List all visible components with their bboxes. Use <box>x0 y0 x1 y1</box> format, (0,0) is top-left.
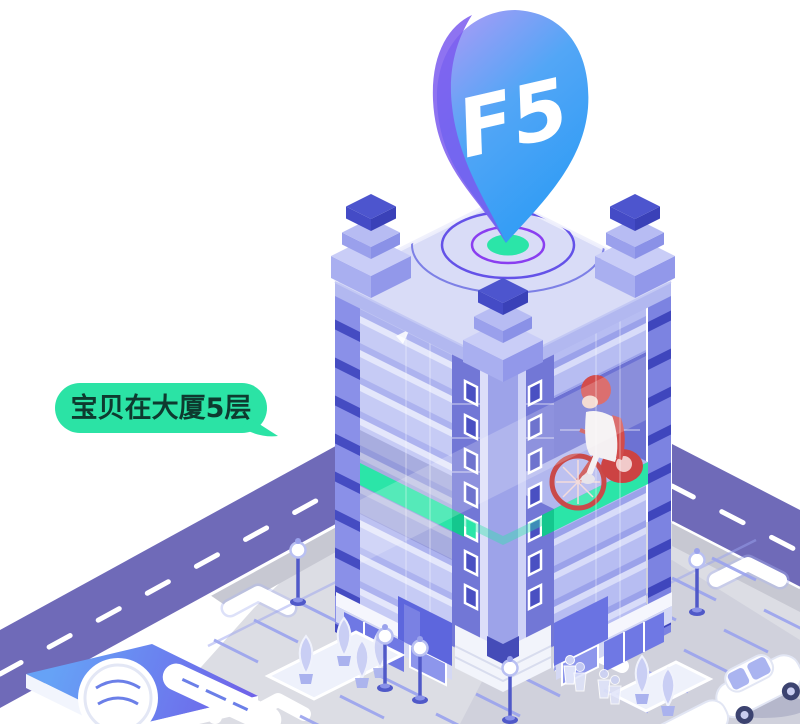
speech-bubble[interactable]: 宝贝在大厦5层 <box>55 383 278 437</box>
core-window-wall <box>463 366 543 656</box>
left-corner-column <box>335 294 360 644</box>
cars <box>650 654 800 724</box>
location-pin[interactable]: F5 <box>432 10 589 243</box>
front-blue-panel-left <box>398 596 452 666</box>
road-right <box>669 444 800 588</box>
decor-arrow-left <box>396 329 410 344</box>
glass-reflection <box>360 356 646 564</box>
road-left <box>0 442 346 708</box>
road-dash-line <box>0 483 346 677</box>
roof-tower-right <box>595 194 675 298</box>
right-corner-column <box>648 294 671 644</box>
floor-highlight-left <box>358 462 464 537</box>
planter-left <box>264 617 406 701</box>
floor-highlight-connector <box>464 517 542 545</box>
front-blue-panel-right <box>554 596 608 666</box>
kid-on-tricycle <box>549 375 643 511</box>
glass-seams <box>405 319 621 660</box>
shop-sign <box>162 663 282 724</box>
planter-right <box>608 655 714 717</box>
right-wing-glass-top <box>554 306 646 398</box>
car-partial <box>650 699 730 724</box>
storefront-glass-right <box>604 612 664 672</box>
bubble-text: 宝贝在大厦5层 <box>71 392 252 424</box>
roof-tower-left <box>331 194 411 298</box>
shop-round-sign <box>78 658 158 724</box>
shop <box>26 644 282 724</box>
sidewalk-left <box>209 520 344 610</box>
car <box>715 654 800 724</box>
pin-target-dot <box>487 234 529 256</box>
road-dash-line <box>669 483 800 555</box>
office-building <box>331 194 675 692</box>
